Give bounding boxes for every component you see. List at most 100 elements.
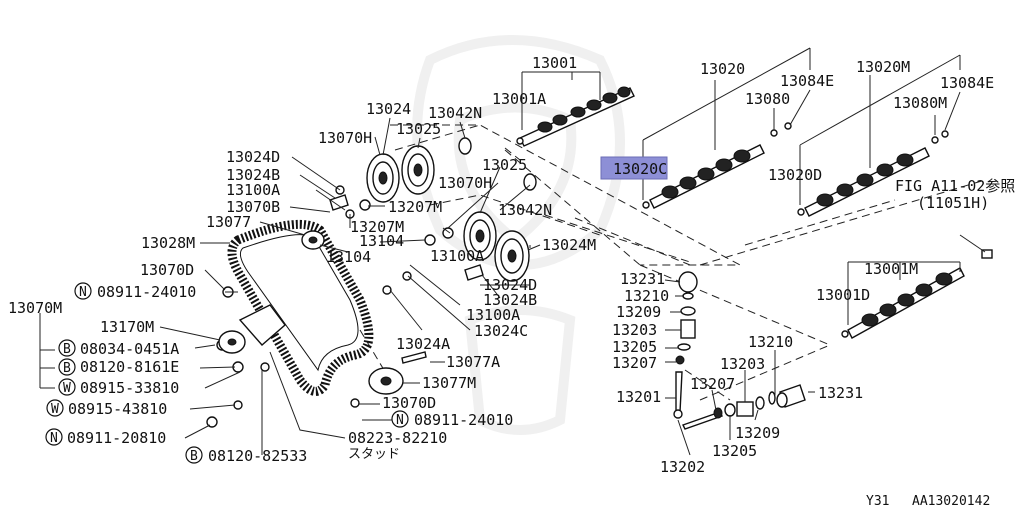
circled-prefix-letters: N B B W W N B N (45, 282, 409, 464)
camshaft-13020[interactable] (642, 122, 792, 209)
label-13084E-2[interactable]: 13084E (940, 74, 994, 92)
label-13001A[interactable]: 13001A (492, 90, 546, 108)
seal-13042N[interactable] (458, 137, 472, 155)
prefix-n1: N (79, 285, 87, 300)
label-13203[interactable]: 13203 (612, 321, 657, 339)
label-13070M[interactable]: 13070M (8, 299, 62, 317)
footer-model: Y31 (866, 494, 889, 509)
cam-sprocket-13024M[interactable] (494, 230, 530, 282)
cam-sprocket-13025[interactable] (401, 145, 435, 195)
label-13231-2[interactable]: 13231 (818, 384, 863, 402)
label-13104-2[interactable]: 13104 (326, 248, 371, 266)
timing-belt-13028M[interactable] (227, 219, 374, 396)
label-08911-24010[interactable]: 08911-24010 (97, 283, 196, 301)
label-13025-2[interactable]: 13025 (482, 156, 527, 174)
label-13100A-3[interactable]: 13100A (466, 306, 520, 324)
camshaft-13001[interactable] (516, 86, 635, 147)
label-08911-20810[interactable]: 08911-20810 (67, 429, 166, 447)
label-fig-ref[interactable]: FIG A11-02参照 (895, 177, 1015, 195)
label-13203-2[interactable]: 13203 (720, 355, 765, 373)
highlight-box-13020C (600, 156, 668, 180)
prefix-b2: B (63, 361, 71, 376)
idler-pulley-13077[interactable] (301, 230, 325, 250)
label-08120-82533[interactable]: 08120-82533 (208, 447, 307, 465)
label-13020C[interactable]: 13020C (613, 160, 667, 178)
label-13209[interactable]: 13209 (616, 303, 661, 321)
label-13024B-2[interactable]: 13024B (483, 291, 537, 309)
label-13028M[interactable]: 13028M (141, 234, 195, 252)
label-13080M[interactable]: 13080M (893, 94, 947, 112)
label-13070B[interactable]: 13070B (226, 198, 280, 216)
prefix-w2: W (51, 402, 59, 417)
label-13070H-2[interactable]: 13070H (438, 174, 492, 192)
label-13077A[interactable]: 13077A (446, 353, 500, 371)
label-13024M[interactable]: 13024M (542, 236, 596, 254)
label-13207M-2[interactable]: 13207M (350, 218, 404, 236)
prefix-w1: W (63, 381, 71, 396)
valve-parts-vertical[interactable] (673, 271, 698, 419)
label-13205[interactable]: 13205 (612, 338, 657, 356)
label-13001M[interactable]: 13001M (864, 260, 918, 278)
footer: Y31 AA13020142 (866, 494, 990, 509)
seal-13042N-rh[interactable] (523, 173, 537, 191)
label-13020[interactable]: 13020 (700, 60, 745, 78)
dashed-guide-lines (359, 124, 986, 401)
label-08915-33810[interactable]: 08915-33810 (80, 379, 179, 397)
camshaft-13020M[interactable] (797, 130, 949, 217)
label-13042N[interactable]: 13042N (428, 104, 482, 122)
label-08120-8161E[interactable]: 08120-8161E (80, 358, 179, 376)
cam-sprocket-13024[interactable] (366, 153, 400, 203)
label-13024A[interactable]: 13024A (396, 335, 450, 353)
label-13084E[interactable]: 13084E (780, 72, 834, 90)
label-13207[interactable]: 13207 (612, 354, 657, 372)
label-13080[interactable]: 13080 (745, 90, 790, 108)
label-13024[interactable]: 13024 (366, 100, 411, 118)
label-08915-43810[interactable]: 08915-43810 (68, 400, 167, 418)
label-13020D[interactable]: 13020D (768, 166, 822, 184)
idler-pulley-13077M[interactable] (368, 367, 404, 395)
label-13070H[interactable]: 13070H (318, 129, 372, 147)
label-13070D-2[interactable]: 13070D (382, 394, 436, 412)
label-13100A[interactable]: 13100A (226, 181, 280, 199)
label-13077M[interactable]: 13077M (422, 374, 476, 392)
callout-labels[interactable]: 13001 13001A 13020 13084E 13080 13020C 1… (8, 54, 1015, 476)
label-13207M[interactable]: 13207M (388, 198, 442, 216)
label-13210[interactable]: 13210 (624, 287, 669, 305)
label-13231[interactable]: 13231 (620, 270, 665, 288)
label-13170M[interactable]: 13170M (100, 318, 154, 336)
camshaft-13001M[interactable] (841, 249, 993, 339)
label-13210-2[interactable]: 13210 (748, 333, 793, 351)
footer-code: AA13020142 (912, 494, 990, 509)
label-13024C[interactable]: 13024C (474, 322, 528, 340)
label-08911-24010-2[interactable]: 08911-24010 (414, 411, 513, 429)
small-hardware (206, 185, 484, 428)
label-13001D[interactable]: 13001D (816, 286, 870, 304)
label-08034-0451A[interactable]: 08034-0451A (80, 340, 179, 358)
label-13070D[interactable]: 13070D (140, 261, 194, 279)
label-13042N-2[interactable]: 13042N (498, 201, 552, 219)
label-13077[interactable]: 13077 (206, 213, 251, 231)
valve-parts-horizontal[interactable] (682, 384, 806, 430)
label-fig-ref-sub: (11051H) (917, 194, 989, 212)
label-13104[interactable]: 13104 (359, 232, 404, 250)
label-13207-2[interactable]: 13207 (690, 375, 735, 393)
label-13024D[interactable]: 13024D (226, 148, 280, 166)
label-13202[interactable]: 13202 (660, 458, 705, 476)
prefix-n2: N (50, 431, 58, 446)
label-13209-2[interactable]: 13209 (735, 424, 780, 442)
tensioner-13170M[interactable] (218, 304, 286, 354)
label-13020M[interactable]: 13020M (856, 58, 910, 76)
label-08223-82210[interactable]: 08223-82210 (348, 429, 447, 447)
prefix-b3: B (190, 449, 198, 464)
leader-lines (39, 47, 986, 456)
label-13205-2[interactable]: 13205 (712, 442, 757, 460)
label-13024D-2[interactable]: 13024D (483, 276, 537, 294)
prefix-n3: N (396, 413, 404, 428)
label-13201[interactable]: 13201 (616, 388, 661, 406)
label-13100A-2[interactable]: 13100A (430, 247, 484, 265)
label-13024B[interactable]: 13024B (226, 166, 280, 184)
label-13001[interactable]: 13001 (532, 54, 577, 72)
cam-sprocket-13025-rh[interactable] (463, 211, 497, 261)
label-13025[interactable]: 13025 (396, 120, 441, 138)
